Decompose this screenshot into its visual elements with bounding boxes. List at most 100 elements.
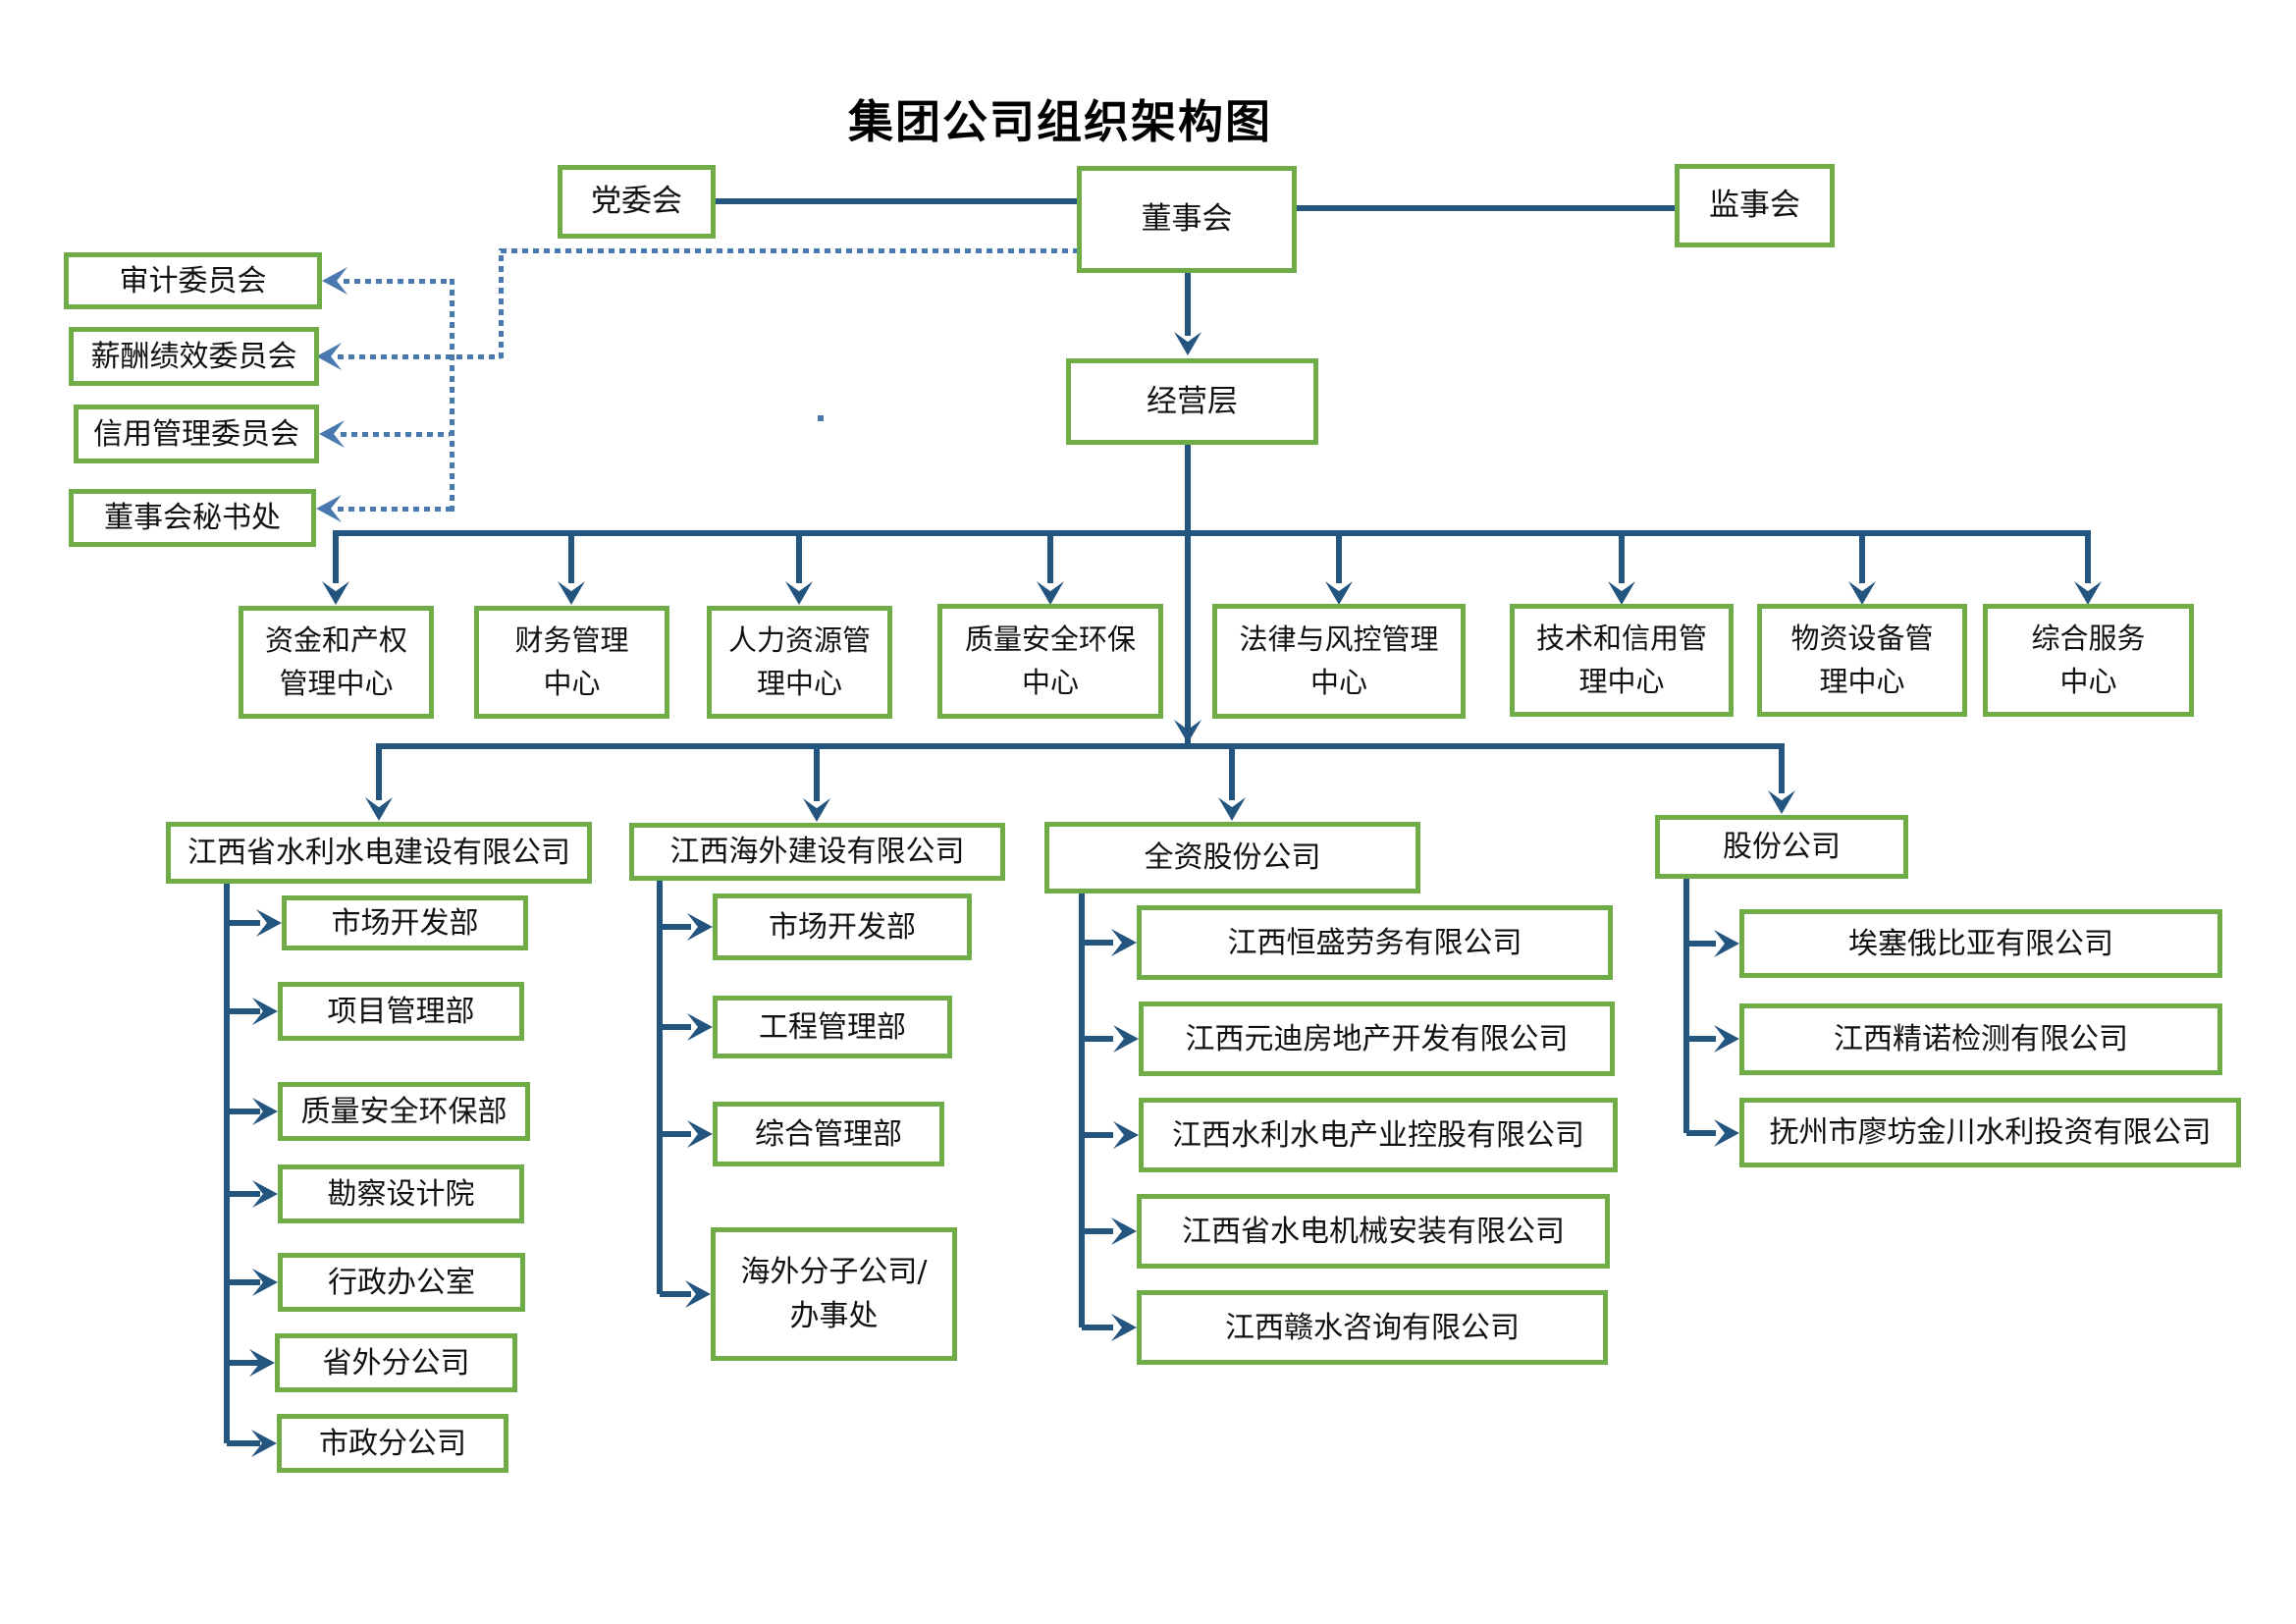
- solid-line-v: [1079, 893, 1085, 1327]
- box-label-center-general-services: 综合服务 中心: [2031, 622, 2146, 698]
- dotted-line-v: [499, 248, 504, 358]
- solid-line-h: [1082, 1325, 1113, 1330]
- box-label-w-water-industry-holding: 江西水利水电产业控股有限公司: [1172, 1117, 1584, 1153]
- box-label-supervisory-board: 监事会: [1709, 188, 1800, 224]
- box-supervisory-board: 监事会: [1675, 164, 1835, 247]
- box-w-hydropower-machinery: 江西省水电机械安装有限公司: [1137, 1194, 1610, 1269]
- solid-line-v: [1185, 445, 1191, 743]
- box-label-center-quality-safety-env: 质量安全环保 中心: [964, 623, 1136, 699]
- arrowhead-down-icon: [558, 581, 585, 605]
- solid-line-v: [657, 881, 663, 1294]
- box-label-center-human-resources: 人力资源管 理中心: [727, 623, 871, 700]
- box-label-w-hydropower-machinery: 江西省水电机械安装有限公司: [1182, 1214, 1565, 1249]
- solid-line-h: [660, 1131, 691, 1137]
- solid-line-v: [1047, 536, 1053, 583]
- solid-line-v: [1779, 749, 1785, 793]
- box-center-materials-equipment: 物资设备管 理中心: [1757, 604, 1967, 717]
- solid-line-v: [796, 536, 802, 583]
- box-label-d2-general-management: 综合管理部: [755, 1116, 902, 1152]
- arrowhead-right-icon: [1111, 1218, 1137, 1245]
- box-label-d2-market-development: 市场开发部: [769, 909, 916, 945]
- box-label-party-committee: 党委会: [591, 184, 682, 220]
- box-w-hengsheng-labor: 江西恒盛劳务有限公司: [1137, 905, 1613, 980]
- box-d1-survey-design-institute: 勘察设计院: [278, 1164, 524, 1223]
- box-w-water-industry-holding: 江西水利水电产业控股有限公司: [1139, 1098, 1618, 1172]
- box-s-jingnuo-testing: 江西精诺检测有限公司: [1739, 1003, 2222, 1075]
- box-credit-management-committee: 信用管理委员会: [74, 405, 319, 463]
- box-w-ganshui-consulting: 江西赣水咨询有限公司: [1137, 1290, 1608, 1365]
- box-label-w-ganshui-consulting: 江西赣水咨询有限公司: [1225, 1310, 1520, 1345]
- box-d1-out-of-province-branch: 省外分公司: [275, 1333, 517, 1392]
- box-compensation-performance-committee: 薪酬绩效委员会: [69, 327, 319, 386]
- solid-line-v: [1619, 536, 1625, 583]
- arrowhead-down-icon: [1037, 581, 1064, 605]
- arrowhead-right-icon: [1111, 1314, 1137, 1341]
- box-label-s-ethiopia-company: 埃塞俄比亚有限公司: [1848, 926, 2113, 961]
- box-sub-shareholding-companies: 股份公司: [1655, 815, 1908, 879]
- box-center-finance: 财务管理 中心: [474, 606, 669, 719]
- arrowhead-right-icon: [1714, 1119, 1739, 1147]
- box-board-of-directors: 董事会: [1077, 166, 1297, 273]
- box-label-credit-management-committee: 信用管理委员会: [93, 416, 299, 452]
- solid-line-v: [1185, 273, 1191, 336]
- stray-dot: [818, 415, 824, 421]
- box-label-d1-administrative-office: 行政办公室: [328, 1265, 475, 1300]
- box-label-s-fuzhou-liaofang-jinchuan: 抚州市廖坊金川水利投资有限公司: [1769, 1115, 2212, 1150]
- solid-line-h: [660, 924, 691, 930]
- box-label-sub-jiangxi-water-construction: 江西省水利水电建设有限公司: [187, 836, 570, 870]
- box-label-center-capital-property: 资金和产权 管理中心: [264, 623, 407, 700]
- solid-line-h: [1686, 1130, 1716, 1136]
- solid-line-v: [1336, 536, 1342, 583]
- box-label-board-secretariat: 董事会秘书处: [104, 501, 281, 535]
- arrowhead-down-icon: [322, 581, 349, 605]
- box-board-secretariat: 董事会秘书处: [69, 489, 316, 547]
- box-d2-general-management: 综合管理部: [713, 1102, 944, 1166]
- solid-line-h: [1082, 1228, 1113, 1234]
- box-d2-engineering-management: 工程管理部: [713, 996, 952, 1058]
- arrowhead-down-icon: [803, 798, 830, 822]
- solid-line-h: [660, 1291, 691, 1297]
- solid-line-v: [224, 884, 230, 1443]
- solid-line-v: [1859, 536, 1865, 583]
- box-label-w-hengsheng-labor: 江西恒盛劳务有限公司: [1227, 925, 1522, 960]
- solid-line-h: [227, 1008, 260, 1014]
- dotted-line-h: [341, 432, 450, 437]
- box-sub-jiangxi-overseas-construction: 江西海外建设有限公司: [629, 823, 1005, 881]
- arrowhead-down-icon: [1848, 581, 1876, 605]
- dotted-line-h: [344, 279, 450, 284]
- box-management-level: 经营层: [1066, 358, 1318, 445]
- arrowhead-down-icon: [2074, 581, 2102, 605]
- arrowhead-down-icon: [1325, 581, 1353, 605]
- box-center-capital-property: 资金和产权 管理中心: [239, 606, 434, 719]
- box-s-ethiopia-company: 埃塞俄比亚有限公司: [1739, 909, 2222, 978]
- box-sub-jiangxi-water-construction: 江西省水利水电建设有限公司: [166, 822, 592, 884]
- box-label-center-legal-risk: 法律与风控管理 中心: [1239, 623, 1439, 699]
- solid-line-v: [333, 536, 339, 583]
- box-d1-market-development: 市场开发部: [282, 895, 528, 950]
- solid-line-h: [376, 743, 1785, 749]
- box-w-yuandi-real-estate: 江西元迪房地产开发有限公司: [1139, 1001, 1615, 1076]
- box-label-w-yuandi-real-estate: 江西元迪房地产开发有限公司: [1185, 1021, 1569, 1056]
- box-label-sub-shareholding-companies: 股份公司: [1723, 830, 1841, 864]
- solid-line-h: [333, 530, 2091, 536]
- box-label-d1-market-development: 市场开发部: [331, 905, 479, 941]
- box-center-general-services: 综合服务 中心: [1983, 604, 2194, 717]
- arrowhead-down-icon: [365, 797, 393, 821]
- solid-line-h: [227, 1360, 260, 1366]
- solid-line-h: [1686, 1036, 1716, 1042]
- solid-line-h: [227, 920, 260, 926]
- dotted-line-v: [450, 278, 454, 512]
- solid-line-h: [1082, 940, 1113, 946]
- box-d2-market-development: 市场开发部: [713, 893, 972, 960]
- solid-line-h: [1297, 205, 1675, 211]
- box-label-d1-survey-design-institute: 勘察设计院: [327, 1176, 475, 1212]
- box-label-center-materials-equipment: 物资设备管 理中心: [1790, 622, 1934, 698]
- solid-line-h: [1686, 941, 1716, 947]
- arrowhead-down-icon: [1608, 581, 1635, 605]
- dotted-line-h: [501, 248, 1077, 253]
- diagram-title: 集团公司组织架构图: [848, 95, 1272, 148]
- box-label-d1-out-of-province-branch: 省外分公司: [322, 1345, 470, 1380]
- box-label-audit-committee: 审计委员会: [119, 263, 267, 298]
- solid-line-h: [227, 1440, 260, 1446]
